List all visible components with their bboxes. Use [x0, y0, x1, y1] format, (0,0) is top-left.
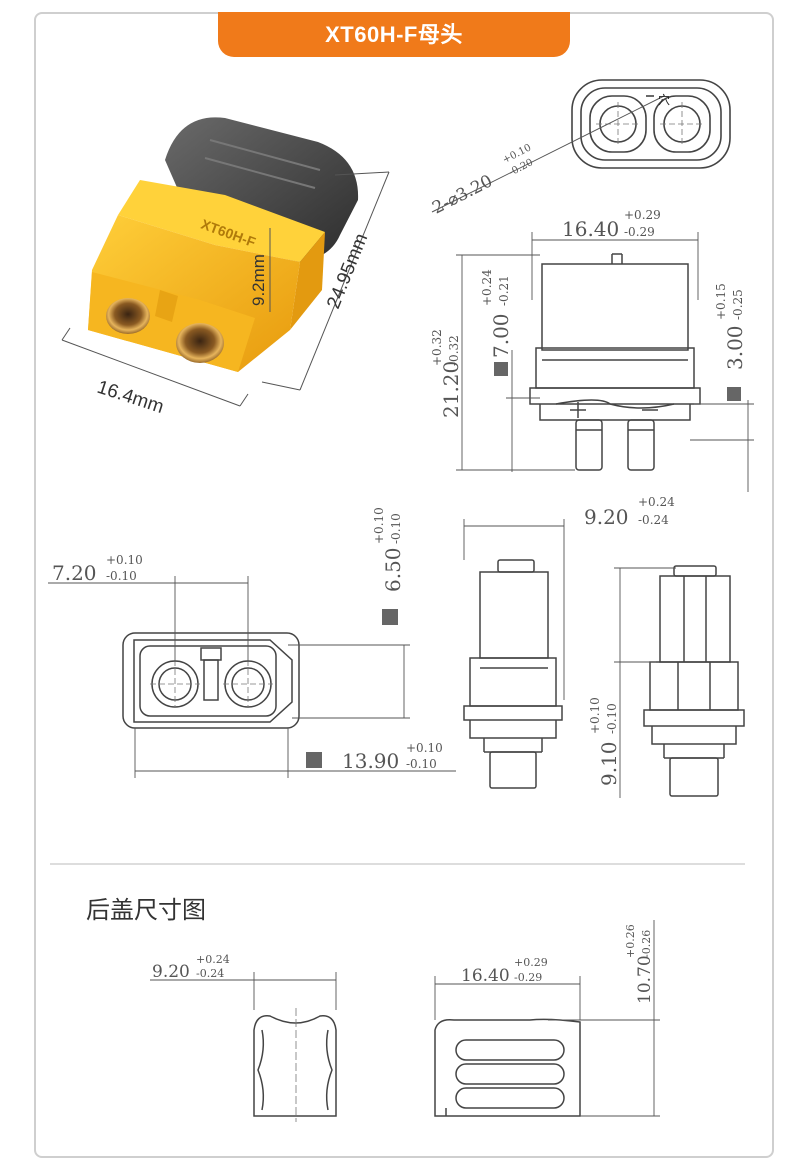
- side-h3-dimension: 3.00 +0.15 -0.25: [714, 283, 747, 370]
- side-view-dimensions: [456, 232, 754, 492]
- front-height-tol-down: -0.10: [389, 513, 403, 544]
- end-width-tol-down: -0.24: [638, 513, 669, 527]
- back-cover-front: [434, 1018, 581, 1117]
- end-height-dimension: 9.10 +0.10 -0.10: [588, 697, 621, 786]
- hole-label: 2-⌀3.20: [429, 171, 496, 218]
- square-mark: [306, 752, 322, 768]
- side-height-tol-down: -0.32: [447, 335, 461, 366]
- photo-width-label: 16.4mm: [94, 377, 166, 418]
- square-mark: [494, 362, 508, 376]
- front-pitch-tol-down: -0.10: [106, 569, 137, 583]
- photo-height-label: 9.2mm: [249, 254, 268, 306]
- side-h3-tol-up: +0.15: [714, 283, 728, 320]
- front-width-tol-down: -0.10: [406, 757, 437, 771]
- front-pitch-tol-up: +0.10: [106, 553, 143, 567]
- end-width-tol-up: +0.24: [638, 495, 675, 509]
- side-height-tol-up: +0.32: [430, 329, 444, 366]
- side-h2-value: 7.00: [489, 313, 513, 358]
- front-width-value: 13.90: [342, 749, 399, 773]
- front-pitch-value: 7.20: [52, 561, 97, 585]
- cover-h-tol-up: +0.26: [624, 924, 637, 958]
- front-view: [122, 632, 300, 729]
- end-view-left: [463, 559, 563, 789]
- side-width-tol-down: -0.29: [624, 225, 655, 239]
- side-view: [529, 253, 701, 471]
- cover-w1-tol-down: -0.24: [196, 967, 224, 980]
- side-width-value: 16.40: [562, 217, 619, 241]
- end-width-value: 9.20: [584, 505, 629, 529]
- side-h2-dimension: 7.00 +0.24 -0.21: [480, 269, 513, 358]
- cover-w2-tol-down: -0.29: [514, 971, 542, 984]
- cover-w2-tol-up: +0.29: [514, 956, 548, 969]
- cover-w1-tol-up: +0.24: [196, 953, 230, 966]
- front-view-dimensions: [48, 576, 456, 778]
- pin-hole-right: [176, 323, 224, 363]
- side-h3-tol-down: -0.25: [731, 289, 745, 320]
- back-cover-dimensions: [150, 920, 660, 1117]
- cover-h-value: 10.70: [635, 955, 655, 1004]
- side-h2-tol-up: +0.24: [480, 269, 494, 306]
- side-width-tol-up: +0.29: [624, 208, 661, 222]
- front-width-tol-up: +0.10: [406, 741, 443, 755]
- end-view-dimensions: [463, 519, 676, 798]
- back-cover-side: [253, 1015, 337, 1117]
- cover-w2-value: 16.40: [461, 966, 510, 986]
- cover-h-tol-down: -0.26: [640, 930, 653, 958]
- top-view: [571, 79, 731, 169]
- cover-height-dimension: 10.70 +0.26 -0.26: [624, 924, 655, 1004]
- side-h2-tol-down: -0.21: [497, 275, 511, 306]
- side-height-value: 21.20: [439, 361, 463, 418]
- side-height-dimension: 21.20 +0.32 -0.32: [430, 329, 463, 418]
- photo-dimensions: [61, 171, 390, 407]
- end-view-right: [643, 565, 745, 797]
- hole-dimension: 2-⌀3.20 +0.10 -0.20: [429, 142, 535, 218]
- connector-photo: XT60H-F: [88, 117, 359, 372]
- back-cover-title: 后盖尺寸图: [86, 896, 206, 924]
- pin-hole-left: [106, 298, 150, 334]
- page-title: XT60H-F母头: [218, 12, 570, 57]
- cover-w1-value: 9.20: [152, 962, 190, 982]
- square-mark: [727, 387, 741, 401]
- hole-symbol: 穴: [658, 92, 670, 107]
- front-height-value: 6.50: [381, 547, 405, 592]
- square-mark: [382, 609, 398, 625]
- side-h3-value: 3.00: [723, 325, 747, 370]
- end-height-value: 9.10: [597, 741, 621, 786]
- end-height-tol-down: -0.10: [605, 703, 619, 734]
- front-height-tol-up: +0.10: [372, 507, 386, 544]
- front-height-dimension: 6.50 +0.10 -0.10: [372, 507, 405, 592]
- end-height-tol-up: +0.10: [588, 697, 602, 734]
